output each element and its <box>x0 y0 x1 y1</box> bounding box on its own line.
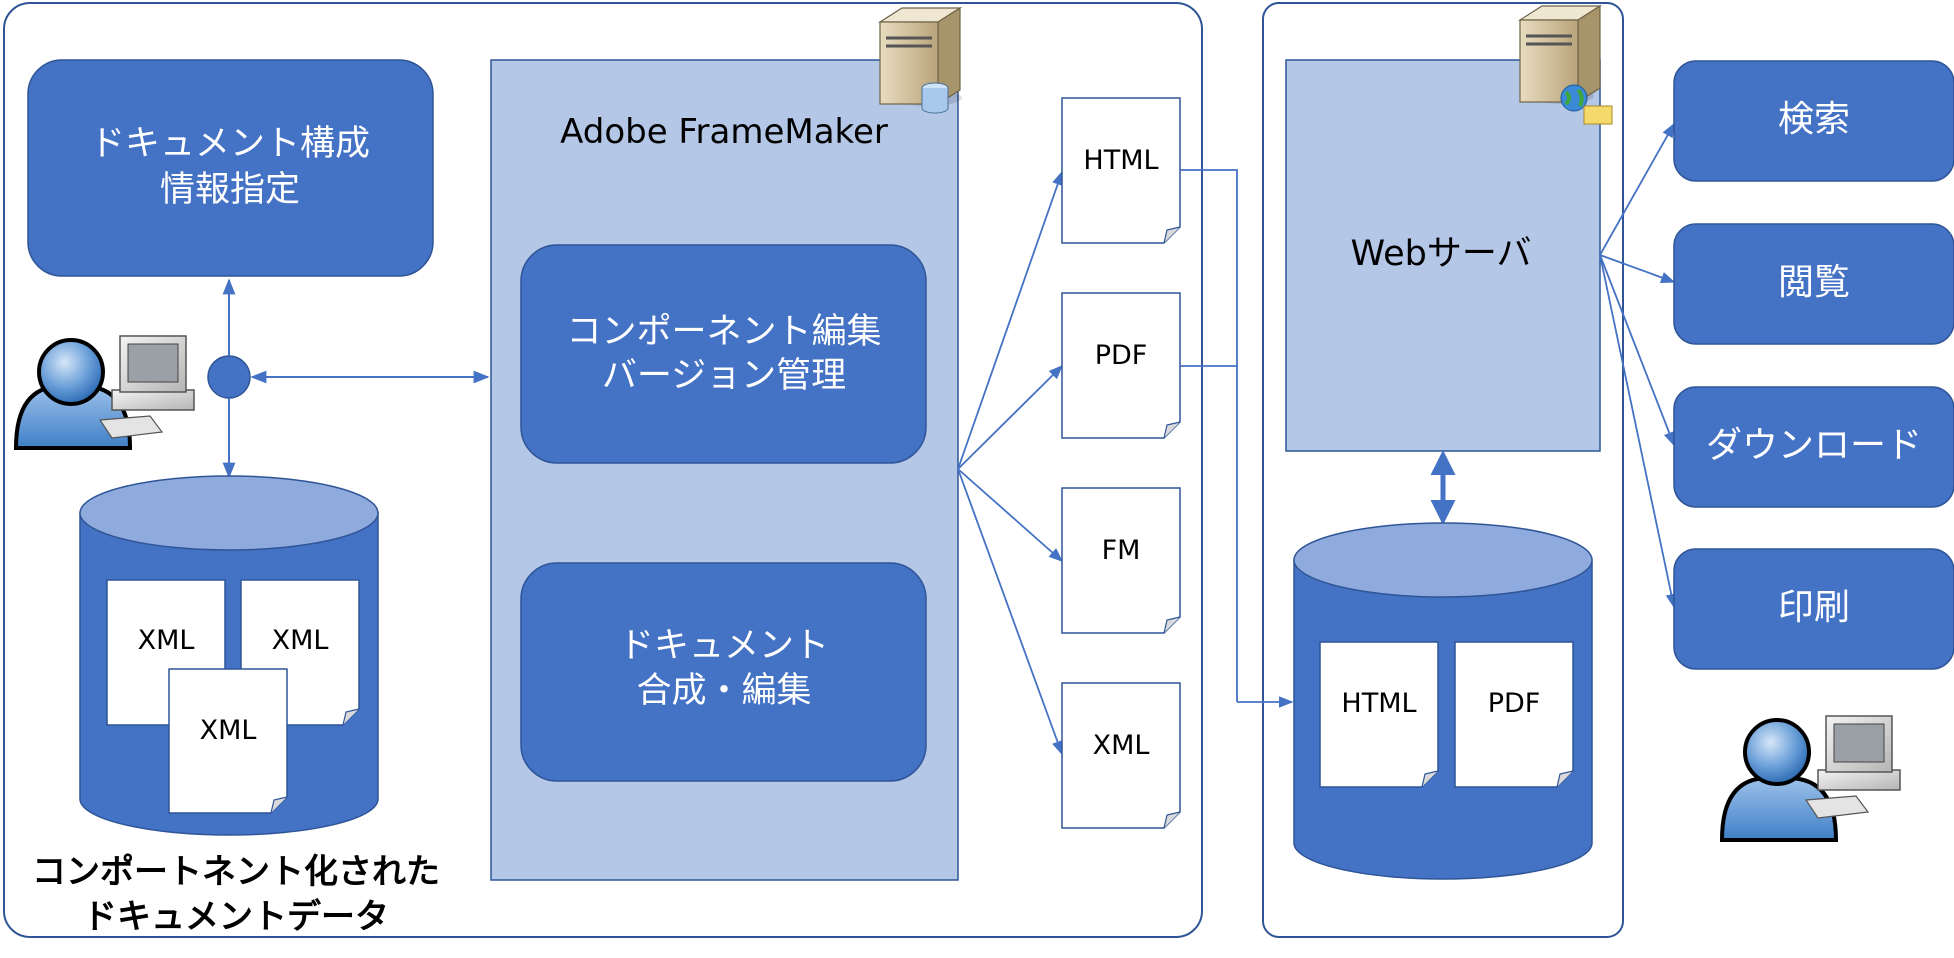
doc-compose-line1: ドキュメント <box>619 626 829 666</box>
component-edit-button[interactable]: コンポーネント編集 バージョン管理 <box>520 244 927 464</box>
doc-config-line2: 情報指定 <box>160 170 300 210</box>
output-doc-xml: XML <box>1061 682 1181 829</box>
output-doc-fm-label: FM <box>1102 535 1141 566</box>
component-edit-line2: バージョン管理 <box>602 356 846 396</box>
search-button[interactable]: 検索 <box>1673 60 1954 182</box>
web-server-label: Webサーバ <box>1351 234 1532 274</box>
component-data-caption-line2: ドキュメントデータ <box>83 897 389 937</box>
xml-doc-1-label: XML <box>138 625 195 656</box>
output-doc-html: HTML <box>1061 97 1181 244</box>
output-doc-pdf-label: PDF <box>1095 340 1148 371</box>
xml-doc-3-label: XML <box>200 715 257 746</box>
print-button-label: 印刷 <box>1778 587 1850 628</box>
xml-doc-2-label: XML <box>272 625 329 656</box>
xml-doc-3: XML <box>168 668 288 814</box>
view-button[interactable]: 閲覧 <box>1673 223 1954 345</box>
web-doc-pdf: PDF <box>1454 641 1574 788</box>
output-arrows <box>957 170 1064 756</box>
framemaker-server-icon <box>877 6 963 114</box>
component-edit-line1: コンポーネント編集 <box>566 312 881 352</box>
doc-config-line1: ドキュメント構成 <box>90 124 370 164</box>
doc-compose-button[interactable]: ドキュメント 合成・編集 <box>520 562 927 782</box>
doc-compose-line2: 合成・編集 <box>636 671 811 711</box>
search-button-label: 検索 <box>1778 99 1850 140</box>
view-button-label: 閲覧 <box>1778 262 1850 303</box>
framemaker-title: Adobe FrameMaker <box>560 112 888 152</box>
reader-user-icon <box>1719 718 1839 842</box>
web-server-box <box>1285 59 1601 452</box>
download-button[interactable]: ダウンロード <box>1673 386 1954 508</box>
author-computer-icon <box>98 335 195 439</box>
output-doc-xml-label: XML <box>1093 730 1150 761</box>
doc-config-box[interactable]: ドキュメント構成 情報指定 <box>27 59 434 277</box>
web-database <box>1293 522 1593 880</box>
output-doc-html-label: HTML <box>1083 145 1158 176</box>
action-arrows <box>1599 122 1677 609</box>
web-doc-pdf-label: PDF <box>1488 688 1541 719</box>
output-doc-pdf: PDF <box>1061 292 1181 439</box>
print-button[interactable]: 印刷 <box>1673 548 1954 670</box>
component-data-caption-line1: コンポートネント化された <box>32 852 440 892</box>
web-doc-html-label: HTML <box>1341 688 1416 719</box>
web-doc-html: HTML <box>1319 641 1439 788</box>
publish-connector <box>1180 169 1294 708</box>
reader-computer-icon <box>1804 715 1901 819</box>
junction-node <box>207 355 251 399</box>
download-button-label: ダウンロード <box>1706 425 1922 466</box>
web-server-icon <box>1517 4 1613 125</box>
output-doc-fm: FM <box>1061 487 1181 634</box>
